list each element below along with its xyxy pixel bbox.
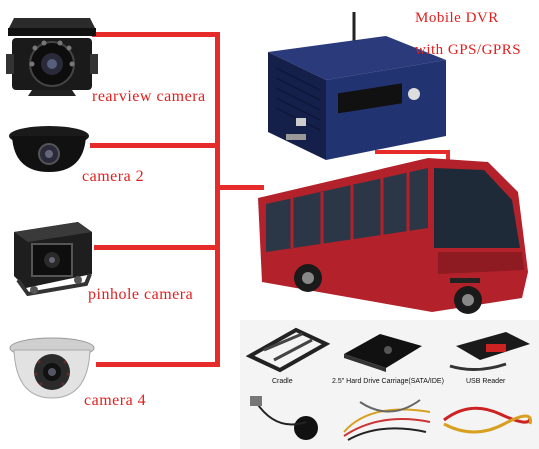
pinhole-camera-label: pinhole camera xyxy=(88,286,194,303)
wire-trunk xyxy=(215,32,220,367)
dvr-title-line2: with GPS/GPRS xyxy=(415,42,522,58)
hdd-carriage-image xyxy=(344,334,422,372)
wire-dvr xyxy=(218,185,264,190)
wire-dvr-out-down xyxy=(446,150,450,168)
wire-cam1 xyxy=(92,32,218,37)
wire-cam3 xyxy=(94,245,218,250)
wire-cam4 xyxy=(96,362,218,367)
rearview-camera-label: rearview camera xyxy=(92,88,206,105)
pinhole-camera-image xyxy=(14,222,92,297)
wire-cam2 xyxy=(90,143,218,148)
camera-4-label: camera 4 xyxy=(84,392,147,409)
power-cable-image xyxy=(443,406,532,434)
bus-image xyxy=(258,158,528,314)
camera-2-image xyxy=(9,126,89,172)
cable-harness-image xyxy=(343,399,431,441)
cradle-caption: Cradle xyxy=(272,378,293,385)
rearview-camera-image xyxy=(6,18,98,96)
camera-2-label: camera 2 xyxy=(82,168,145,185)
usb-reader-image xyxy=(449,332,530,371)
cradle-image xyxy=(246,327,330,373)
usb-caption: USB Reader xyxy=(466,378,506,385)
dvr-title-line1: Mobile DVR xyxy=(415,10,499,26)
gps-antenna-image xyxy=(250,396,318,440)
hdd-caption: 2.5" Hard Drive Carriage(SATA/IDE) xyxy=(332,378,444,385)
wire-dvr-out xyxy=(375,150,450,154)
mobile-dvr-image xyxy=(268,12,446,160)
accessories-panel: Cradle 2.5" Hard Drive Carriage(SATA/IDE… xyxy=(240,320,539,449)
camera-4-image xyxy=(9,337,95,399)
